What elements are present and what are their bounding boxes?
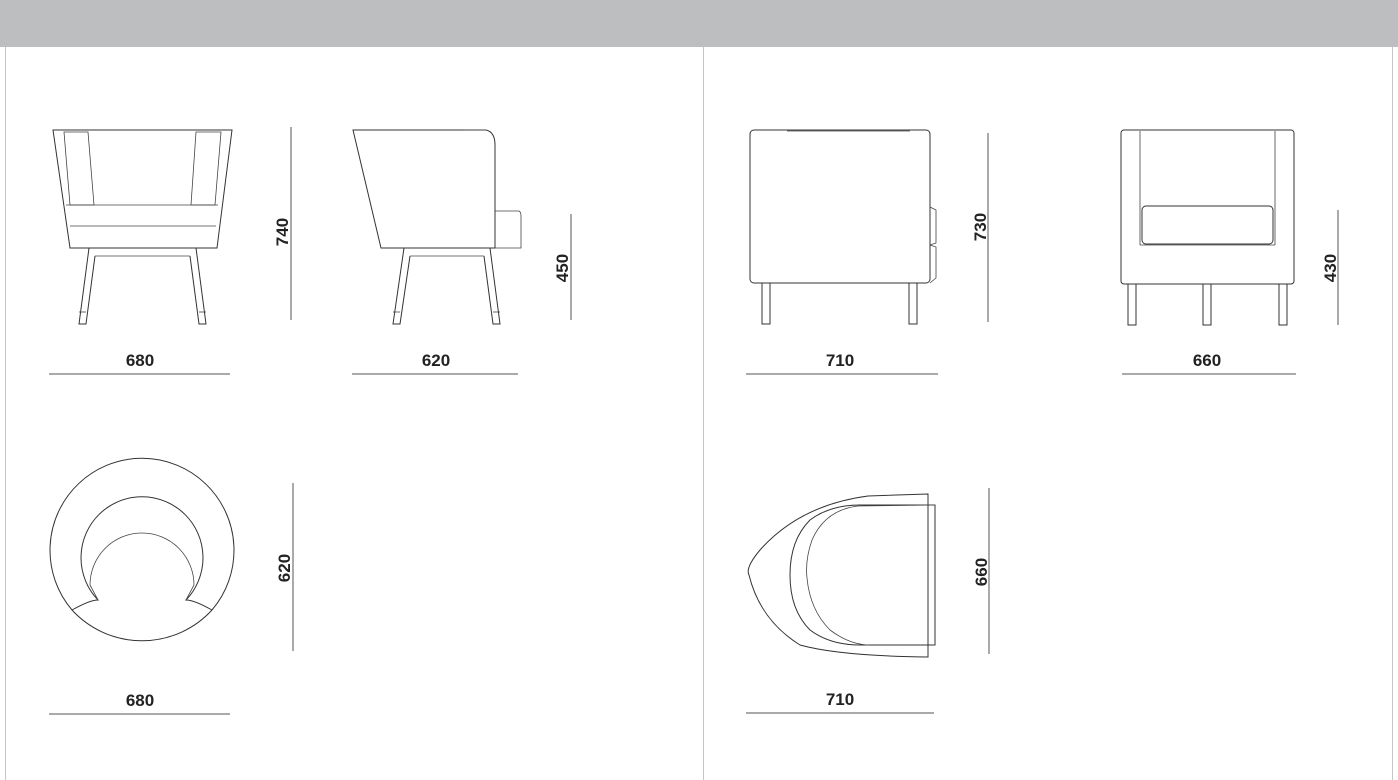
dim-left-side-seat-height: 450	[553, 254, 572, 282]
left-front-height-dimension: 740	[273, 127, 292, 320]
dim-right-top-width: 660	[972, 558, 991, 586]
left-top-width-dimension: 680	[49, 691, 230, 715]
left-front-width-dimension: 680	[49, 351, 230, 375]
dim-right-side-depth: 710	[826, 351, 854, 370]
dim-left-front-width: 680	[126, 351, 154, 370]
right-front-width-dimension: 660	[1122, 351, 1296, 375]
right-side-height-dimension: 730	[971, 133, 990, 322]
left-side-depth-dimension: 620	[352, 351, 518, 375]
right-chair-top-view	[747, 493, 936, 658]
right-side-depth-dimension: 710	[746, 351, 938, 375]
dim-left-top-width: 680	[126, 691, 154, 710]
left-side-seat-height-dimension: 450	[553, 214, 572, 320]
left-top-depth-dimension: 620	[275, 483, 294, 651]
right-front-seat-height-dimension: 430	[1321, 210, 1340, 325]
panel-divider	[703, 47, 704, 780]
dim-right-front-seat-height: 430	[1321, 254, 1340, 282]
right-top-depth-dimension: 710	[746, 690, 934, 714]
right-chair-side-view	[749, 129, 937, 325]
dim-left-front-height: 740	[273, 218, 292, 246]
content-frame	[5, 47, 1393, 780]
right-top-width-dimension: 660	[972, 488, 991, 654]
dim-left-side-depth: 620	[422, 351, 450, 370]
dim-right-top-depth: 710	[826, 690, 854, 709]
header-bar	[0, 0, 1398, 47]
left-chair-top-view	[49, 457, 235, 642]
left-chair-side-view	[352, 129, 522, 325]
right-chair-front-view	[1120, 129, 1295, 326]
left-chair-front-view	[52, 129, 233, 325]
dim-left-top-depth: 620	[275, 554, 294, 582]
dim-right-front-width: 660	[1193, 351, 1221, 370]
dim-right-side-height: 730	[971, 213, 990, 241]
